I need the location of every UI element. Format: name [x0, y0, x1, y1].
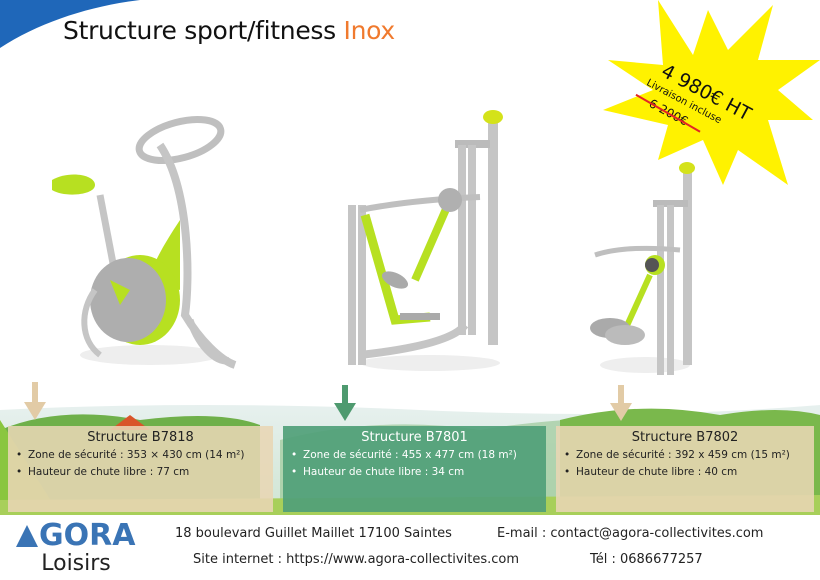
card-title: Structure B7801	[361, 430, 468, 445]
product-image-b7801	[340, 105, 510, 375]
card-title: Structure B7818	[87, 430, 194, 445]
arrow-down-icon-b7802	[610, 385, 632, 421]
logo-text-top: GORA	[39, 518, 136, 553]
safety-zone: Zone de sécurité : 353 × 430 cm (14 m²)	[16, 447, 265, 464]
hip-twister-icon	[590, 162, 695, 375]
website-link[interactable]: Site internet : https://www.agora-collec…	[193, 552, 519, 567]
safety-zone: Zone de sécurité : 392 x 459 cm (15 m²)	[564, 447, 806, 464]
safety-zone: Zone de sécurité : 455 x 477 cm (18 m²)	[291, 447, 538, 464]
title-text: Structure sport/fitness	[63, 16, 344, 45]
fall-height: Hauteur de chute libre : 40 cm	[564, 464, 806, 481]
agora-logo: GORA Loisirs	[16, 521, 156, 577]
arrow-down-icon-b7818	[24, 382, 46, 420]
air-walker-icon	[348, 110, 503, 371]
info-card-b7818: Structure B7818 Zone de sécurité : 353 ×…	[8, 426, 273, 512]
logo-triangle-icon	[16, 525, 38, 547]
product-image-b7818	[40, 100, 250, 380]
fall-height: Hauteur de chute libre : 77 cm	[16, 464, 265, 481]
address: 18 boulevard Guillet Maillet 17100 Saint…	[175, 526, 452, 541]
footer: GORA Loisirs 18 boulevard Guillet Maille…	[0, 515, 820, 580]
price-starburst-badge	[603, 0, 820, 185]
info-card-b7801: Structure B7801 Zone de sécurité : 455 x…	[283, 426, 546, 512]
phone-number[interactable]: Tél : 0686677257	[590, 552, 703, 567]
email-link[interactable]: E-mail : contact@agora-collectivites.com	[497, 526, 764, 541]
card-title: Structure B7802	[631, 430, 739, 445]
logo-text-bottom: Loisirs	[41, 551, 111, 576]
arrow-down-icon-b7801	[334, 385, 356, 421]
title-accent: Inox	[343, 16, 396, 45]
exercise-bike-icon	[52, 115, 237, 369]
corner-swoosh-decoration	[0, 0, 140, 48]
product-image-b7802	[585, 160, 705, 380]
fall-height: Hauteur de chute libre : 34 cm	[291, 464, 538, 481]
info-card-b7802: Structure B7802 Zone de sécurité : 392 x…	[556, 426, 814, 512]
page-title: Structure sport/fitness Inox	[63, 16, 395, 45]
